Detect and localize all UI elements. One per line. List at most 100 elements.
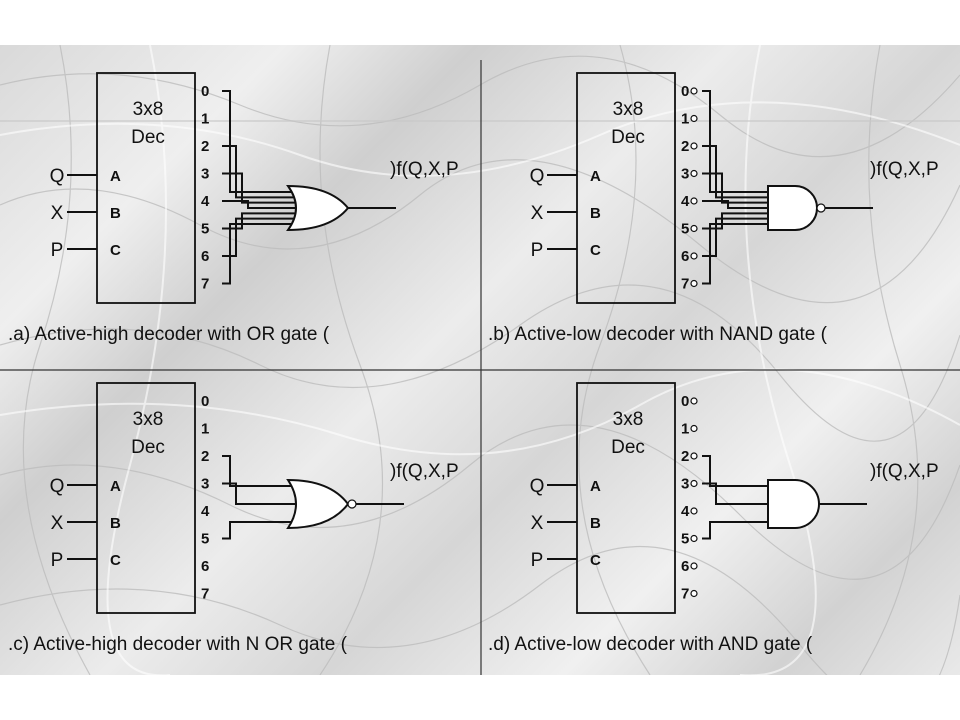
output-pin-0: 0 [681, 393, 689, 410]
gate-input-wire-7 [222, 223, 296, 285]
gate-input-wire-2 [222, 455, 296, 487]
output-pin-4: 4 [681, 193, 690, 210]
input-signal-0: Q [530, 476, 545, 497]
output-pin-4: 4 [681, 503, 690, 520]
input-pin-1: B [110, 205, 121, 222]
output-pin-3: 3 [681, 166, 689, 183]
output-bubble-6 [690, 252, 698, 260]
decoder-title-line2: Dec [131, 127, 165, 148]
output-bubble-5 [690, 534, 698, 543]
input-pin-2: C [110, 242, 121, 259]
gate-input-wire-5 [222, 521, 296, 540]
gate-input-wire-3 [702, 482, 776, 505]
output-pin-5: 5 [681, 531, 689, 548]
decoder-title-line2: Dec [611, 437, 645, 458]
gate-input-wire-2 [702, 145, 776, 199]
input-signal-2: P [531, 240, 544, 261]
output-bubble-0 [690, 397, 698, 405]
output-pin-4: 4 [201, 193, 210, 210]
output-pin-3: 3 [681, 476, 689, 493]
gate-input-wire-4 [222, 200, 296, 209]
output-pin-1: 1 [201, 421, 209, 438]
or-gate [286, 184, 350, 232]
input-signal-1: X [51, 513, 64, 534]
output-pin-7: 7 [681, 276, 689, 293]
gate-input-wire-0 [702, 90, 776, 193]
output-pin-0: 0 [201, 393, 209, 410]
nand-gate [767, 185, 818, 231]
decoder-title-line2: Dec [131, 437, 165, 458]
input-pin-0: A [590, 168, 601, 185]
output-bubble-1 [690, 114, 698, 123]
output-bubble-6 [690, 562, 698, 570]
input-signal-1: X [531, 203, 544, 224]
input-signal-1: X [51, 203, 64, 224]
output-pin-7: 7 [201, 276, 209, 293]
output-pin-0: 0 [681, 83, 689, 100]
input-signal-0: Q [50, 476, 65, 497]
input-signal-0: Q [530, 166, 545, 187]
output-pin-4: 4 [201, 503, 210, 520]
output-pin-5: 5 [201, 531, 209, 548]
gate-input-wire-5 [222, 212, 296, 230]
output-bubble-7 [690, 279, 698, 288]
input-pin-0: A [590, 478, 601, 495]
output-bubble-5 [690, 224, 698, 233]
output-bubble-2 [690, 452, 698, 460]
output-pin-5: 5 [681, 221, 689, 238]
gate-input-wire-0 [222, 90, 296, 193]
gate-input-wire-2 [222, 145, 296, 199]
gate-input-wire-5 [702, 212, 776, 230]
output-pin-5: 5 [201, 221, 209, 238]
panel-caption: .b) Active-low decoder with NAND gate ( [488, 324, 828, 345]
output-bubble-4 [690, 507, 698, 515]
output-bubble-1 [690, 424, 698, 433]
output-pin-6: 6 [201, 248, 209, 265]
output-pin-2: 2 [681, 138, 689, 155]
output-bubble-7 [690, 589, 698, 598]
output-pin-1: 1 [201, 111, 209, 128]
function-label: )f(Q,X,P [390, 461, 459, 482]
decoder-title-line2: Dec [611, 127, 645, 148]
output-bubble-3 [690, 169, 698, 178]
output-pin-1: 1 [681, 111, 689, 128]
output-pin-2: 2 [681, 448, 689, 465]
marble-background [0, 45, 960, 675]
input-signal-2: P [51, 550, 64, 571]
decoder-title-line1: 3x8 [613, 409, 644, 430]
gate-input-wire-5 [702, 521, 776, 540]
input-pin-0: A [110, 168, 121, 185]
decoder-title-line1: 3x8 [133, 99, 164, 120]
output-bubble-3 [690, 479, 698, 488]
input-pin-1: B [590, 515, 601, 532]
output-pin-7: 7 [681, 586, 689, 603]
decoder-box [576, 382, 676, 614]
input-signal-2: P [531, 550, 544, 571]
input-pin-2: C [110, 552, 121, 569]
function-label: )f(Q,X,P [870, 159, 939, 180]
gate-input-wire-3 [222, 172, 296, 204]
output-pin-2: 2 [201, 448, 209, 465]
decoder-title-line1: 3x8 [613, 99, 644, 120]
decoder-box [96, 382, 196, 614]
output-pin-2: 2 [201, 138, 209, 155]
output-pin-3: 3 [201, 476, 209, 493]
gate-input-wire-7 [702, 223, 776, 285]
input-pin-1: B [110, 515, 121, 532]
gate-input-wire-4 [702, 200, 776, 209]
function-label: )f(Q,X,P [390, 159, 459, 180]
output-pin-1: 1 [681, 421, 689, 438]
gate-input-wire-3 [702, 172, 776, 204]
output-bubble-4 [690, 197, 698, 205]
output-pin-0: 0 [201, 83, 209, 100]
function-label: )f(Q,X,P [870, 461, 939, 482]
output-pin-3: 3 [201, 166, 209, 183]
gate-input-wire-3 [222, 482, 296, 505]
output-pin-6: 6 [681, 558, 689, 575]
